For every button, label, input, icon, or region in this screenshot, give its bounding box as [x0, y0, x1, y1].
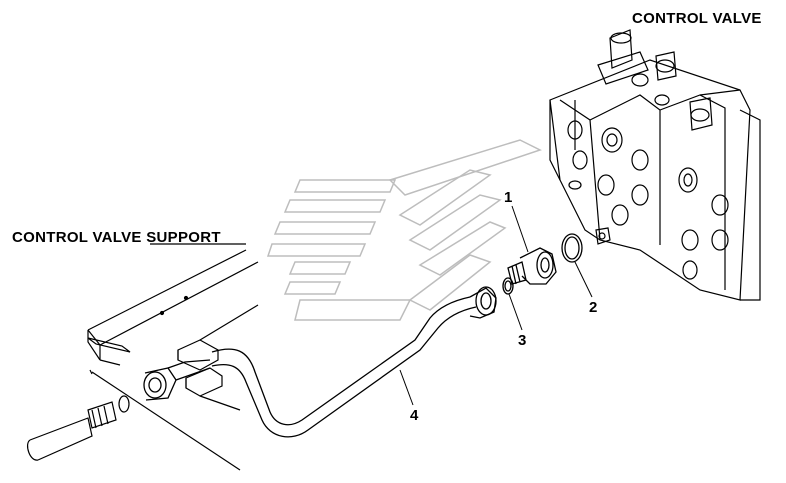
callout-3: 3 [518, 332, 527, 349]
control-valve-label: CONTROL VALVE [632, 10, 762, 27]
o-ring-part-3 [502, 277, 514, 295]
logo-watermark-icon [266, 139, 542, 321]
tube-part-4 [143, 286, 497, 438]
o-ring-part-2 [561, 233, 583, 263]
leader-lines [399, 205, 593, 406]
lower-fitting [26, 395, 130, 461]
callout-4: 4 [410, 407, 419, 424]
control-valve-support-label: CONTROL VALVE SUPPORT [12, 229, 221, 246]
control-valve [549, 29, 761, 301]
callout-2: 2 [589, 299, 598, 316]
callout-1: 1 [504, 189, 513, 206]
control-valve-support [87, 243, 259, 471]
fitting-part-1 [507, 247, 557, 285]
